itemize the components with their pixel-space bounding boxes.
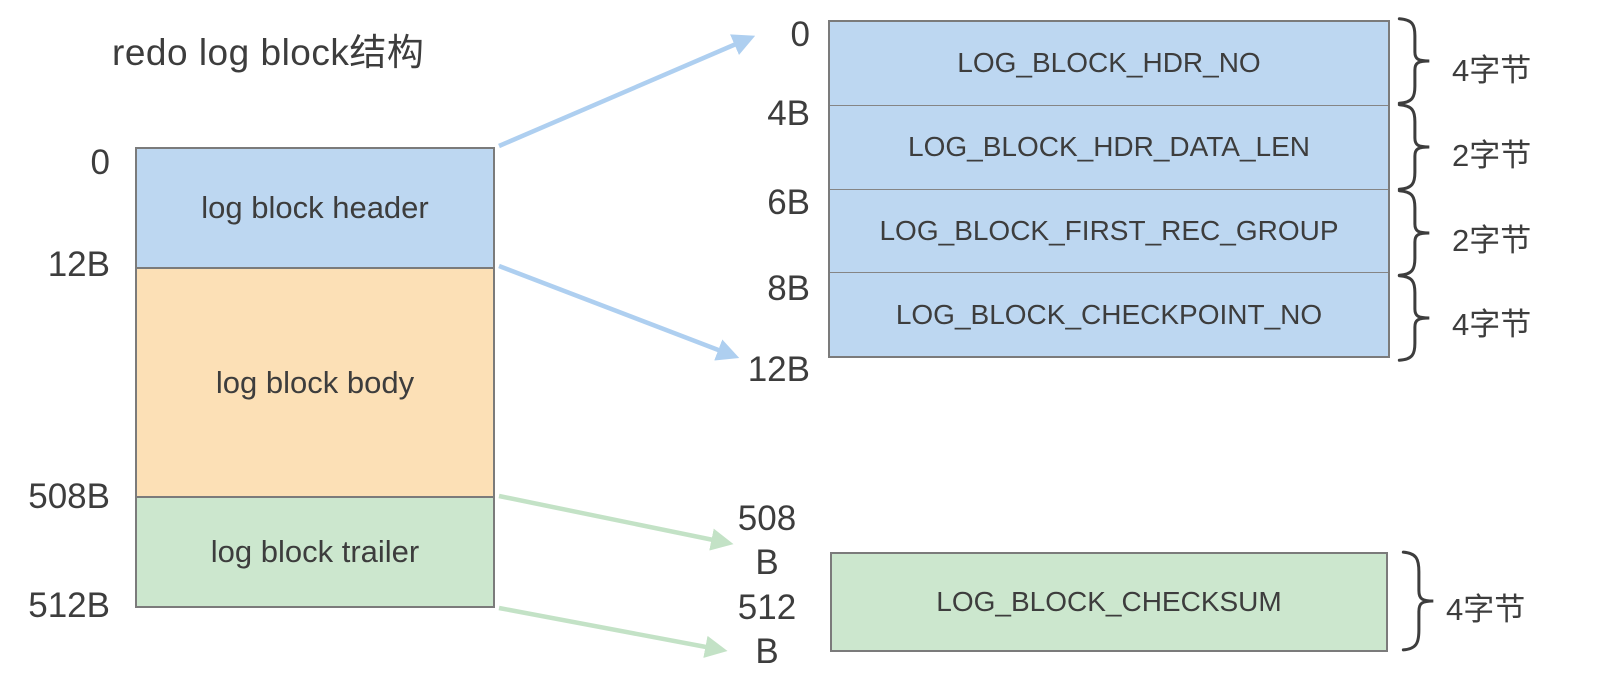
trailer-detail-checksum: LOG_BLOCK_CHECKSUM [830,552,1388,652]
trailer-top-arrow-icon [498,493,734,551]
log-block-header-section: log block header [137,149,493,267]
header-offset-0: 0 [790,15,810,54]
header-offset-12b: 12B [747,350,810,389]
log-block-overview: log block header log block body log bloc… [135,147,495,608]
log-block-trailer-section: log block trailer [137,498,493,606]
header-row-hdr-no: LOG_BLOCK_HDR_NO [957,47,1261,79]
header-detail-table: LOG_BLOCK_HDR_NO LOG_BLOCK_HDR_DATA_LEN … [828,20,1390,358]
left-offset-508b: 508B [28,477,110,516]
header-row-hdr-data-len: LOG_BLOCK_HDR_DATA_LEN [830,104,1388,189]
header-row-first-rec-group: LOG_BLOCK_FIRST_REC_GROUP [830,188,1388,273]
header-bottom-arrow-icon [498,263,740,361]
size-label-hdr-no: 4字节 [1452,53,1532,88]
brace-icon [1396,188,1436,278]
header-row-checkpoint-no: LOG_BLOCK_CHECKPOINT_NO [830,272,1388,356]
size-label-checkpoint-no: 4字节 [1452,307,1532,342]
left-offset-12b: 12B [47,245,110,284]
trailer-offset-512b: 512 B [737,588,797,671]
size-label-first-rec-group: 2字节 [1452,223,1532,258]
size-label-checksum: 4字节 [1446,592,1526,627]
log-block-body-section: log block body [137,267,493,498]
brace-icon [1396,273,1436,363]
header-offset-6b: 6B [767,183,810,222]
brace-icon [1396,102,1436,192]
trailer-bottom-arrow-icon [498,605,728,658]
left-offset-512b: 512B [28,586,110,625]
size-label-hdr-data-len: 2字节 [1452,138,1532,173]
header-offset-4b: 4B [767,94,810,133]
diagram-title: redo log block结构 [112,32,425,73]
header-offset-8b: 8B [767,269,810,308]
brace-icon [1400,549,1440,653]
left-offset-0: 0 [90,143,110,182]
brace-icon [1396,16,1436,106]
trailer-offset-508b: 508 B [737,499,797,582]
